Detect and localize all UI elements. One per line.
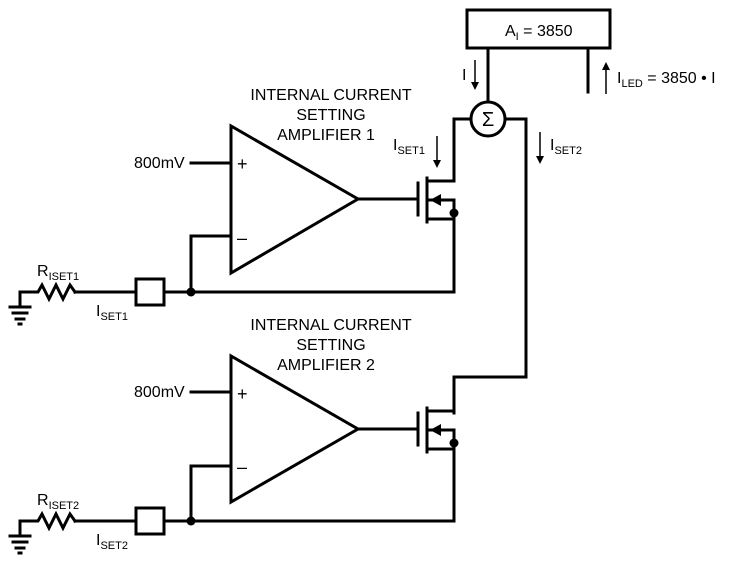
iset1-pin [134,277,166,307]
amp1-minus: – [237,228,247,248]
iled-label: ILED = 3850 • I [617,70,716,90]
current-i-label: I [462,67,466,84]
iset2-flow-label: ISET2 [550,137,582,157]
r-iset1-resistor [18,281,78,303]
gain-label: AI = 3850 [505,23,573,43]
ground-1-icon [8,290,32,326]
r-iset2-label: RISET2 [37,492,79,512]
amp2-title-line2: SETTING [296,337,365,354]
amp2-title-line1: INTERNAL CURRENT [250,317,411,334]
amp2-feedback-wire [189,464,233,523]
iset2-pin [134,506,166,536]
amp1-title-line3: AMPLIFIER 1 [277,127,375,144]
amp2-opamp [229,353,362,505]
amp1-title-line1: INTERNAL CURRENT [250,87,411,104]
iset1-flow-label: ISET1 [393,137,425,157]
amp2-title-line3: AMPLIFIER 2 [277,357,375,374]
amp1-plus: + [237,154,248,174]
iset1-pin-label: ISET1 [96,303,128,323]
amp1-feedback-wire [189,234,233,294]
r-iset2-resistor [18,510,78,532]
wire-sum-to-m1 [452,117,473,180]
amp1-opamp [229,123,361,276]
sum-symbol: Σ [482,109,494,131]
amp1-title-line2: SETTING [296,107,365,124]
wire-sum-to-m2 [452,117,528,415]
r-iset1-label: RISET1 [37,263,79,283]
m2-mosfet [416,406,459,523]
amp2-minus: – [237,457,247,477]
amp2-node-dot [186,516,196,526]
gain-block [465,8,612,50]
m1-mosfet [416,176,459,294]
amp2-plus: + [237,384,248,404]
amp1-ref-voltage: 800mV [134,155,185,172]
amp1-node-dot [186,287,196,297]
ground-2-icon [8,519,32,555]
amp2-ref-voltage: 800mV [134,384,185,401]
iset2-pin-label: ISET2 [96,532,128,552]
